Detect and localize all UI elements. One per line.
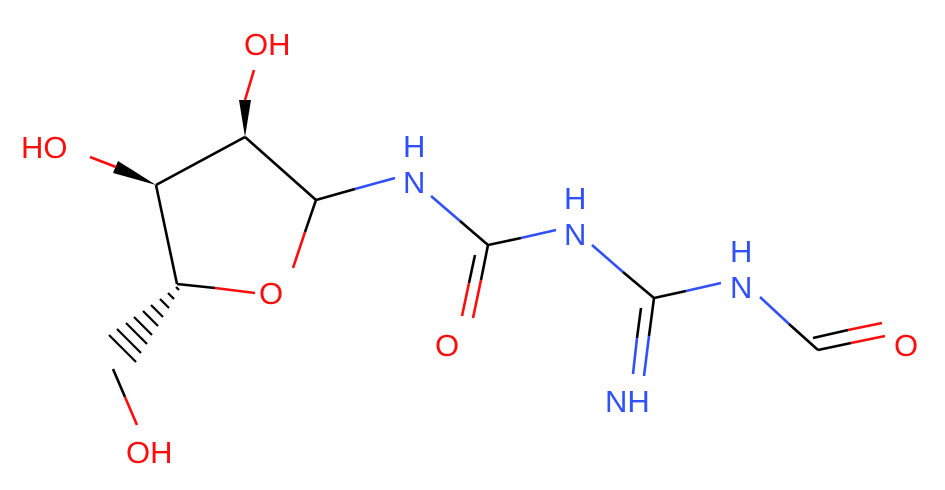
bond-n3-cf-blue — [759, 296, 790, 325]
bond-cu-o-1-red — [471, 279, 483, 319]
wedge-bond-c2-oh — [239, 100, 251, 137]
bond-c1-ring-o — [303, 199, 318, 233]
bond-n1-cu-blue — [430, 195, 461, 222]
atom-nh-1-h: H — [403, 129, 425, 164]
bond-cf-o-1 — [817, 341, 852, 352]
bond-cu-o-2-red — [460, 282, 471, 317]
atom-nh-3-h: H — [730, 234, 752, 269]
bond-c4-ring-o — [176, 282, 216, 290]
atom-nh-1-n: N — [403, 165, 425, 200]
bond-cu-o-2 — [467, 254, 477, 284]
bond-ch2-oh-red — [123, 396, 139, 426]
wedge-bond-c3-oh — [113, 161, 156, 185]
bond-ch2-oh — [111, 368, 127, 398]
atom-nh-2-n: N — [564, 217, 586, 252]
atom-imine-nh: NH — [605, 384, 650, 419]
bond-c3-oh-red — [89, 155, 117, 169]
bond-cu-n2-blue — [520, 228, 557, 240]
bond-c1-n1 — [315, 187, 356, 202]
bond-cu-n2 — [487, 236, 522, 247]
bond-n2-cg-blue — [591, 244, 624, 273]
atom-oh-left: HO — [21, 130, 68, 165]
bond-cg-n3-blue — [685, 281, 722, 293]
atom-oh-bottom: OH — [126, 435, 173, 470]
bond-c4-ring-o-red — [214, 286, 256, 295]
bond-cg-imine-1-blue — [642, 335, 651, 377]
bond-c2-c3 — [155, 135, 246, 187]
bond-c2-c1 — [244, 136, 317, 201]
bond-cu-o-1 — [479, 244, 490, 281]
bond-c3-c4 — [154, 184, 179, 285]
bond-n3-cf — [788, 323, 819, 351]
atom-formyl-o: O — [894, 328, 918, 363]
bond-cg-imine-1 — [647, 297, 656, 337]
bond-cg-n3 — [653, 289, 687, 300]
bond-c2-oh-red — [243, 69, 256, 101]
hashed-bond-c4-ch2 — [108, 286, 180, 363]
bond-c1-ring-o-red — [291, 231, 307, 269]
atom-oh-top: OH — [244, 27, 291, 62]
bond-cf-o-2 — [812, 328, 849, 340]
bond-cf-o-1-red — [850, 334, 886, 345]
bond-n1-cu — [459, 220, 489, 246]
bond-c1-n1-blue — [354, 176, 396, 191]
atom-carbonyl-o: O — [435, 328, 459, 363]
bond-cg-imine-2-blue — [631, 337, 639, 375]
bond-n2-cg — [622, 271, 655, 299]
bond-cg-imine-2 — [635, 307, 643, 339]
atom-nh-2-h: H — [564, 181, 586, 216]
atom-nh-3-n: N — [730, 270, 752, 305]
bond-cf-o-2-red — [847, 321, 883, 332]
atom-ring-o: O — [259, 276, 283, 311]
